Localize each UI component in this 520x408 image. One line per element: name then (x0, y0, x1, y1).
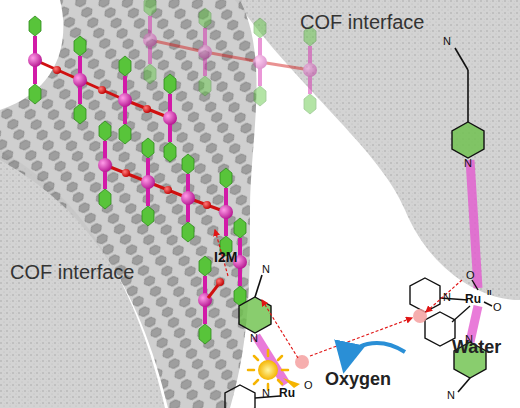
atom-label: Ru (279, 387, 295, 399)
atom-label: N (464, 158, 472, 169)
conversion-arrow (345, 343, 405, 366)
oxidation-state: II (487, 289, 491, 297)
atom-label: N (262, 388, 270, 399)
atom-label: N (465, 334, 473, 345)
region-label: COF interface (300, 12, 424, 32)
cof-region (235, 0, 520, 300)
atom-label: Ru (465, 293, 481, 305)
atom-label: O (304, 380, 313, 391)
atom-label: N (443, 292, 451, 303)
atom-label: N (447, 390, 455, 401)
sun-symbol (248, 350, 300, 390)
cof-stack (0, 0, 257, 408)
pillar-row (98, 121, 233, 256)
atom-label: O (466, 270, 475, 281)
species-label: Oxygen (325, 370, 391, 388)
atom-label: N (443, 36, 451, 47)
atom-label: N (262, 264, 270, 275)
process-label: I2M (214, 250, 237, 264)
ru-complex (225, 275, 412, 408)
species-label: Water (452, 338, 501, 356)
atom-label: N (250, 333, 258, 344)
pillar-row (28, 16, 177, 162)
region-label: COF interface (10, 262, 134, 282)
atom-label: O (493, 302, 502, 313)
